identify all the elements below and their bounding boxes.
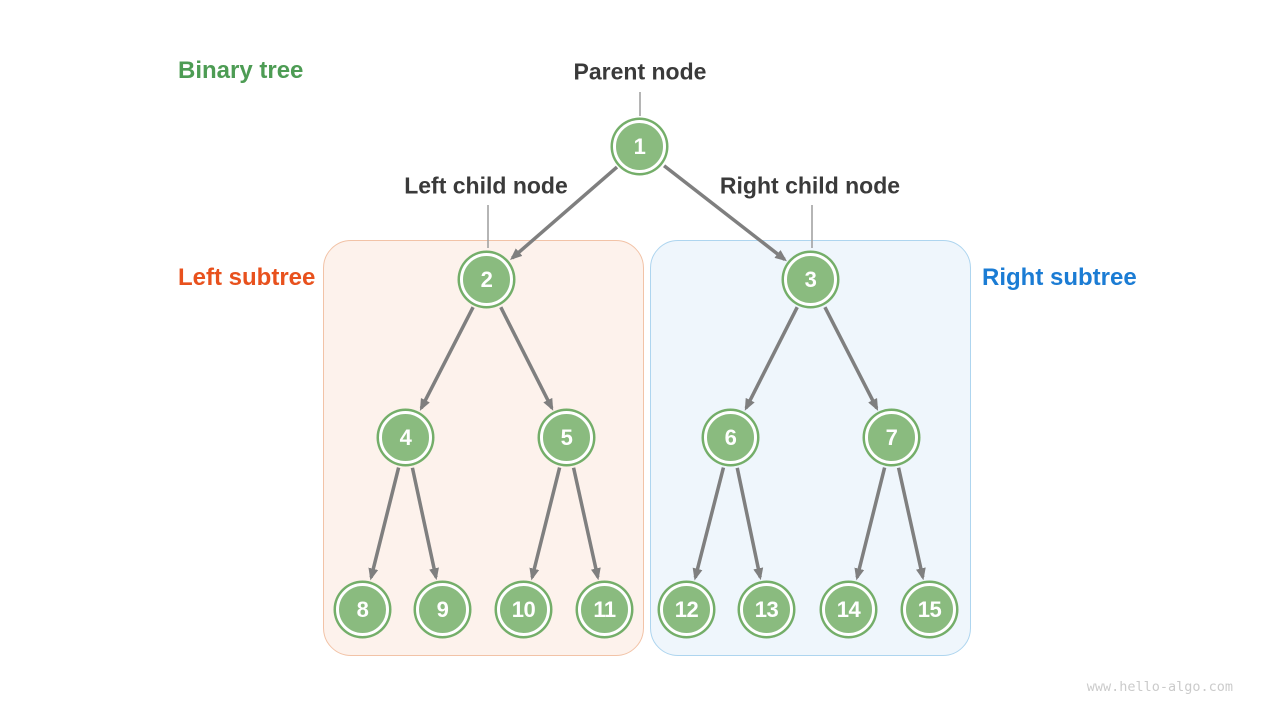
tree-node-1: 1 [613, 120, 666, 173]
tree-node-7: 7 [865, 411, 918, 464]
diagram-title: Binary tree [178, 57, 304, 84]
tree-node-value: 3 [804, 266, 817, 292]
tree-node-value: 9 [436, 596, 449, 622]
tree-edge-2-4 [419, 306, 475, 411]
tree-node-11: 11 [578, 583, 631, 636]
tree-edges [368, 164, 926, 581]
tree-edge-7-14 [854, 467, 887, 581]
tree-node-4: 4 [379, 411, 432, 464]
tree-node-value: 11 [593, 596, 616, 622]
tree-node-value: 10 [511, 596, 536, 622]
tree-edge-3-6 [744, 306, 799, 411]
tree-node-12: 12 [660, 583, 713, 636]
tree-edge-5-10 [529, 467, 562, 581]
tree-node-value: 14 [836, 596, 861, 622]
tree-node-value: 2 [480, 266, 493, 292]
tree-node-14: 14 [822, 583, 875, 636]
tree-node-10: 10 [497, 583, 550, 636]
tree-edge-3-7 [823, 306, 879, 411]
tree-edge-6-12 [692, 467, 726, 581]
parent-node-label: Parent node [573, 58, 707, 85]
tree-edge-5-11 [571, 467, 601, 581]
tree-edge-6-13 [735, 467, 764, 581]
tree-edge-1-2 [510, 165, 619, 260]
tree-node-value: 1 [633, 133, 646, 159]
tree-edge-7-15 [896, 467, 926, 581]
tree-node-6: 6 [704, 411, 757, 464]
tree-node-13: 13 [740, 583, 793, 636]
tree-node-value: 13 [754, 596, 779, 622]
tree-edge-4-9 [410, 467, 439, 581]
left-child-node-label: Left child node [404, 172, 568, 199]
tree-node-value: 15 [917, 596, 942, 622]
tree-node-value: 12 [674, 596, 699, 622]
leader-lines [487, 92, 813, 248]
tree-node-3: 3 [784, 253, 837, 306]
tree-node-value: 6 [724, 424, 737, 450]
tree-node-15: 15 [903, 583, 956, 636]
tree-node-value: 4 [399, 424, 412, 450]
tree-node-5: 5 [540, 411, 593, 464]
right-child-node-label: Right child node [719, 172, 901, 199]
tree-edge-4-8 [368, 467, 401, 581]
tree-node-8: 8 [336, 583, 389, 636]
tree-edge-1-3 [663, 164, 787, 262]
tree-node-value: 8 [356, 596, 369, 622]
tree-node-9: 9 [416, 583, 469, 636]
right-subtree-label: Right subtree [982, 264, 1137, 291]
left-subtree-label: Left subtree [178, 264, 316, 291]
tree-node-value: 7 [885, 424, 898, 450]
tree-edge-2-5 [499, 306, 554, 411]
tree-node-2: 2 [460, 253, 513, 306]
tree-node-value: 5 [560, 424, 573, 450]
watermark-url: www.hello-algo.com [1086, 679, 1233, 695]
